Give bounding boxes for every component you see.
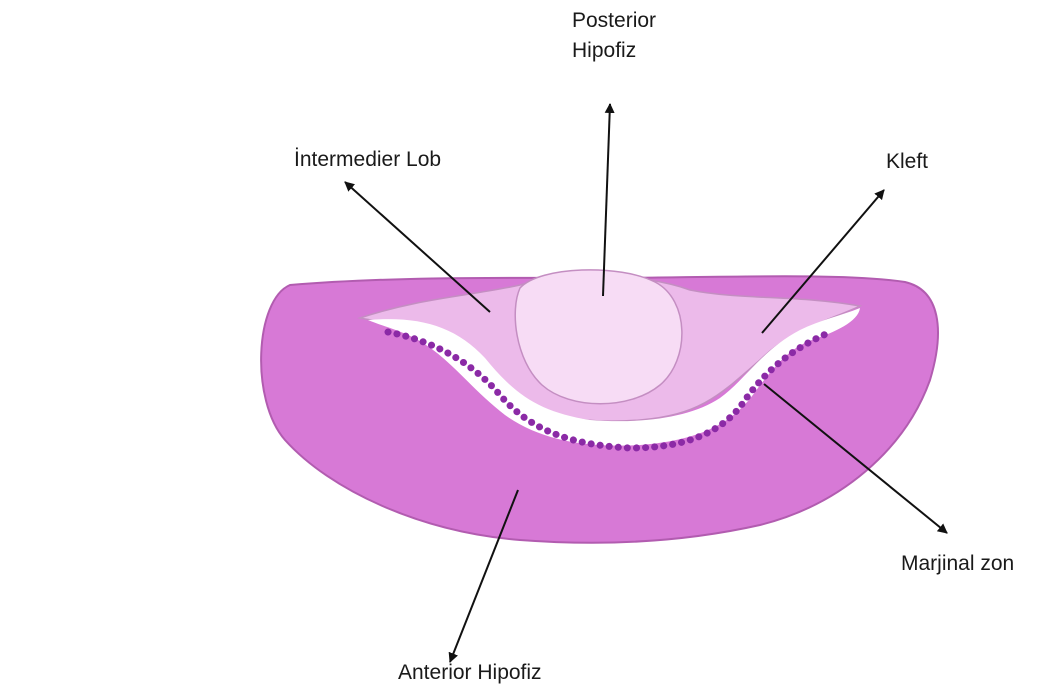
label-marjinal-zon: Marjinal zon [901,549,1014,579]
label-posterior-line1: Posterior [572,6,656,36]
posterior-pituitary-shape [515,270,682,404]
label-posterior-hipofiz: Posterior Hipofiz [572,6,656,66]
arrow-posterior [603,104,610,296]
label-posterior-line2: Hipofiz [572,36,656,66]
label-intermedier-lob: İntermedier Lob [294,145,441,175]
label-kleft: Kleft [886,147,928,177]
label-anterior-hipofiz: Anterior Hipofiz [398,658,542,688]
